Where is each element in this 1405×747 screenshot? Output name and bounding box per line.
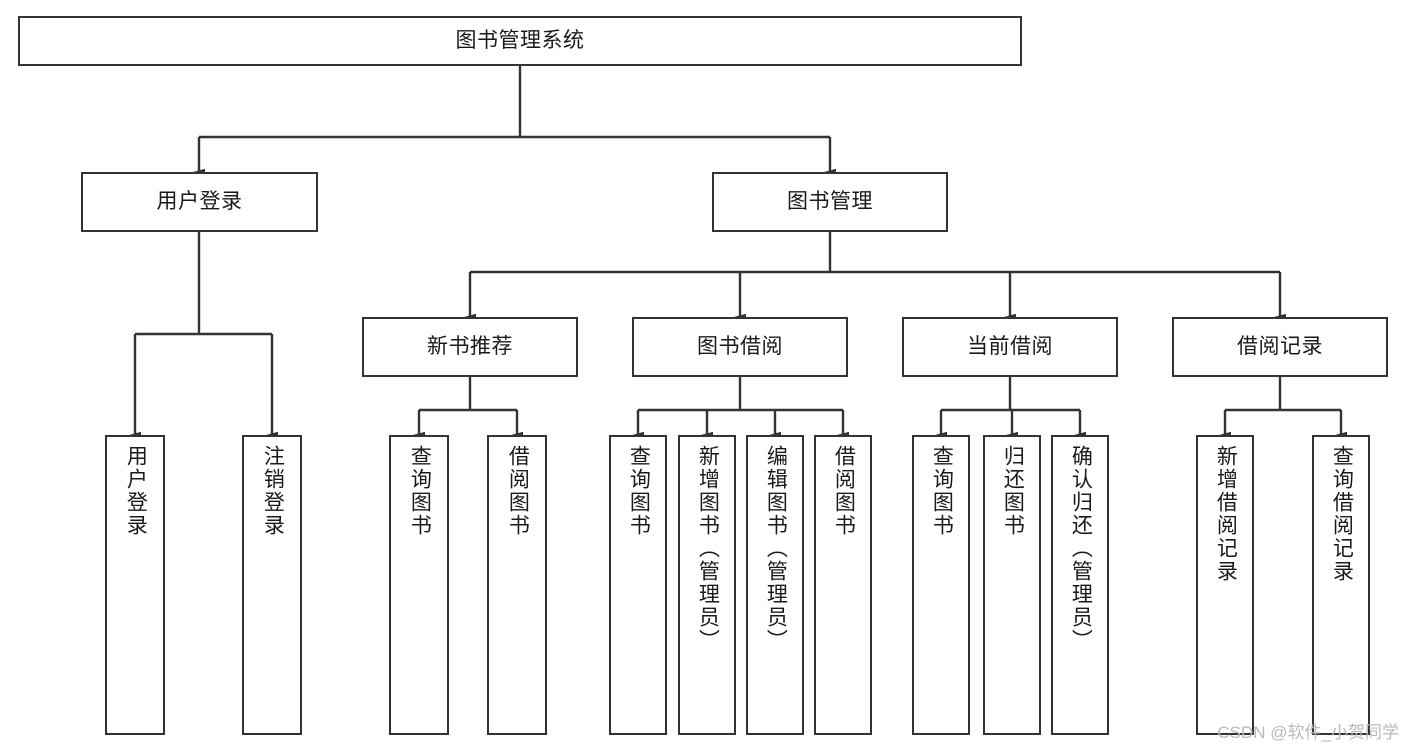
node-label-leaf-query-book-1: 查询图书 [408,445,432,537]
node-leaf-return-book[interactable]: 归还图书 [983,435,1041,735]
node-label-user-login: 用户登录 [156,189,243,213]
node-label-leaf-borrow-book-1: 借阅图书 [506,445,530,537]
node-root[interactable]: 图书管理系统 [18,16,1022,66]
node-label-current-borrow: 当前借阅 [967,334,1053,358]
node-leaf-query-book-1[interactable]: 查询图书 [389,435,449,735]
node-label-leaf-logout-login: 注销登录 [261,445,285,537]
node-label-leaf-borrow-book-2: 借阅图书 [832,445,856,537]
node-label-leaf-query-book-3: 查询图书 [930,445,954,537]
node-leaf-add-borrow-record[interactable]: 新增借阅记录 [1196,435,1254,735]
node-label-borrow-record: 借阅记录 [1237,334,1323,358]
node-leaf-borrow-book-2[interactable]: 借阅图书 [814,435,872,735]
node-label-book-manage: 图书管理 [787,189,873,213]
node-label-leaf-query-borrow-record: 查询借阅记录 [1330,445,1354,583]
node-leaf-edit-book-admin[interactable]: 编辑图书（管理员） [746,435,804,735]
node-label-new-book-rec: 新书推荐 [427,334,513,358]
node-leaf-add-book-admin[interactable]: 新增图书（管理员） [678,435,736,735]
node-user-login[interactable]: 用户登录 [81,172,318,232]
node-leaf-query-book-2[interactable]: 查询图书 [609,435,667,735]
node-label-leaf-return-book: 归还图书 [1001,445,1025,537]
node-label-root: 图书管理系统 [455,28,585,52]
node-leaf-confirm-return-admin[interactable]: 确认归还（管理员） [1051,435,1109,735]
node-leaf-query-borrow-record[interactable]: 查询借阅记录 [1312,435,1370,735]
node-label-leaf-user-login: 用户登录 [124,445,148,537]
node-leaf-user-login[interactable]: 用户登录 [105,435,165,735]
node-label-book-borrow: 图书借阅 [697,334,783,358]
node-borrow-record[interactable]: 借阅记录 [1172,317,1388,377]
node-book-borrow[interactable]: 图书借阅 [632,317,848,377]
node-leaf-borrow-book-1[interactable]: 借阅图书 [487,435,547,735]
node-leaf-logout-login[interactable]: 注销登录 [242,435,302,735]
node-label-leaf-confirm-return-admin: 确认归还（管理员） [1069,445,1093,652]
node-book-manage[interactable]: 图书管理 [712,172,948,232]
node-new-book-rec[interactable]: 新书推荐 [362,317,578,377]
node-label-leaf-add-book-admin: 新增图书（管理员） [696,445,720,652]
node-label-leaf-edit-book-admin: 编辑图书（管理员） [764,445,788,652]
node-label-leaf-query-book-2: 查询图书 [627,445,651,537]
node-label-leaf-add-borrow-record: 新增借阅记录 [1214,445,1238,583]
edges [129,66,1347,439]
node-current-borrow[interactable]: 当前借阅 [902,317,1118,377]
node-leaf-query-book-3[interactable]: 查询图书 [912,435,970,735]
